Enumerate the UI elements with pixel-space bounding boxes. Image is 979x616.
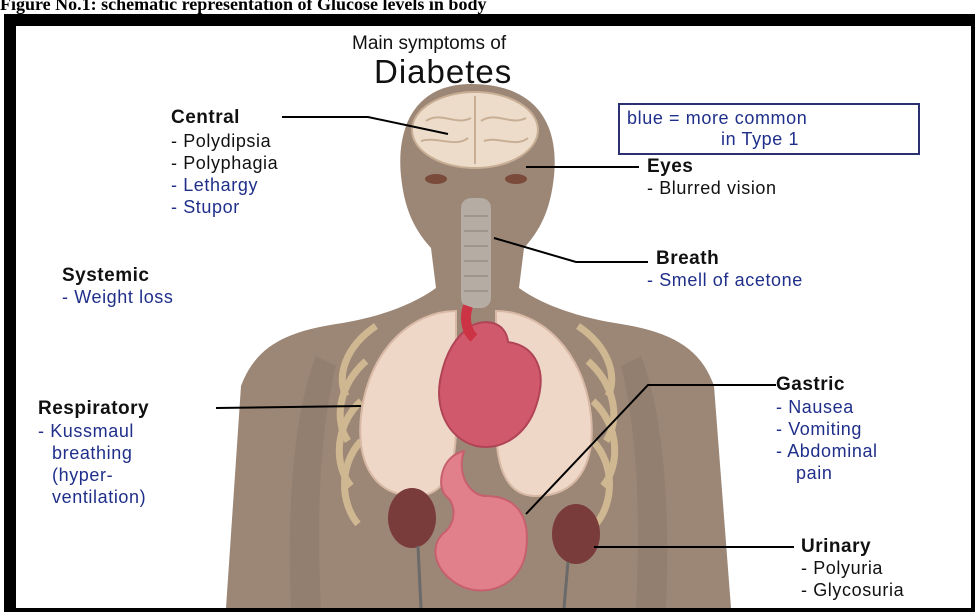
urinary-item: - Polyuria (801, 559, 883, 577)
eyes-heading: Eyes (647, 157, 693, 176)
gastric-item: - Nausea (776, 398, 854, 416)
gastric-item: pain (796, 464, 832, 482)
central-item: - Polyphagia (171, 154, 278, 172)
gastric-item: - Abdominal (776, 442, 878, 460)
central-heading: Central (171, 108, 240, 127)
respiratory-item: ventilation) (52, 488, 146, 506)
central-item: - Polydipsia (171, 132, 271, 150)
systemic-heading: Systemic (62, 266, 149, 285)
systemic-item: - Weight loss (62, 288, 174, 306)
respiratory-heading: Respiratory (38, 399, 149, 418)
breath-item: - Smell of acetone (647, 271, 803, 289)
central-item: - Stupor (171, 198, 240, 216)
central-item: - Lethargy (171, 176, 258, 194)
legend-line1: blue = more common (627, 109, 807, 127)
gastric-heading: Gastric (776, 375, 845, 394)
figure-caption: Figure No.1: schematic representation of… (0, 0, 486, 15)
respiratory-item: - Kussmaul (38, 422, 134, 440)
diagram-panel: Main symptoms of Diabetes blue = more co… (16, 26, 971, 608)
urinary-item: - Glycosuria (801, 581, 904, 599)
respiratory-item: (hyper- (52, 466, 113, 484)
trachea-icon (461, 198, 491, 308)
diagram-title: Diabetes (374, 55, 512, 88)
urinary-heading: Urinary (801, 537, 871, 556)
legend-line2: in Type 1 (721, 130, 799, 148)
diagram-title-line1: Main symptoms of (352, 34, 506, 53)
respiratory-item: breathing (52, 444, 132, 462)
eyes-item: - Blurred vision (647, 179, 777, 197)
gastric-item: - Vomiting (776, 420, 862, 438)
breath-heading: Breath (656, 249, 719, 268)
